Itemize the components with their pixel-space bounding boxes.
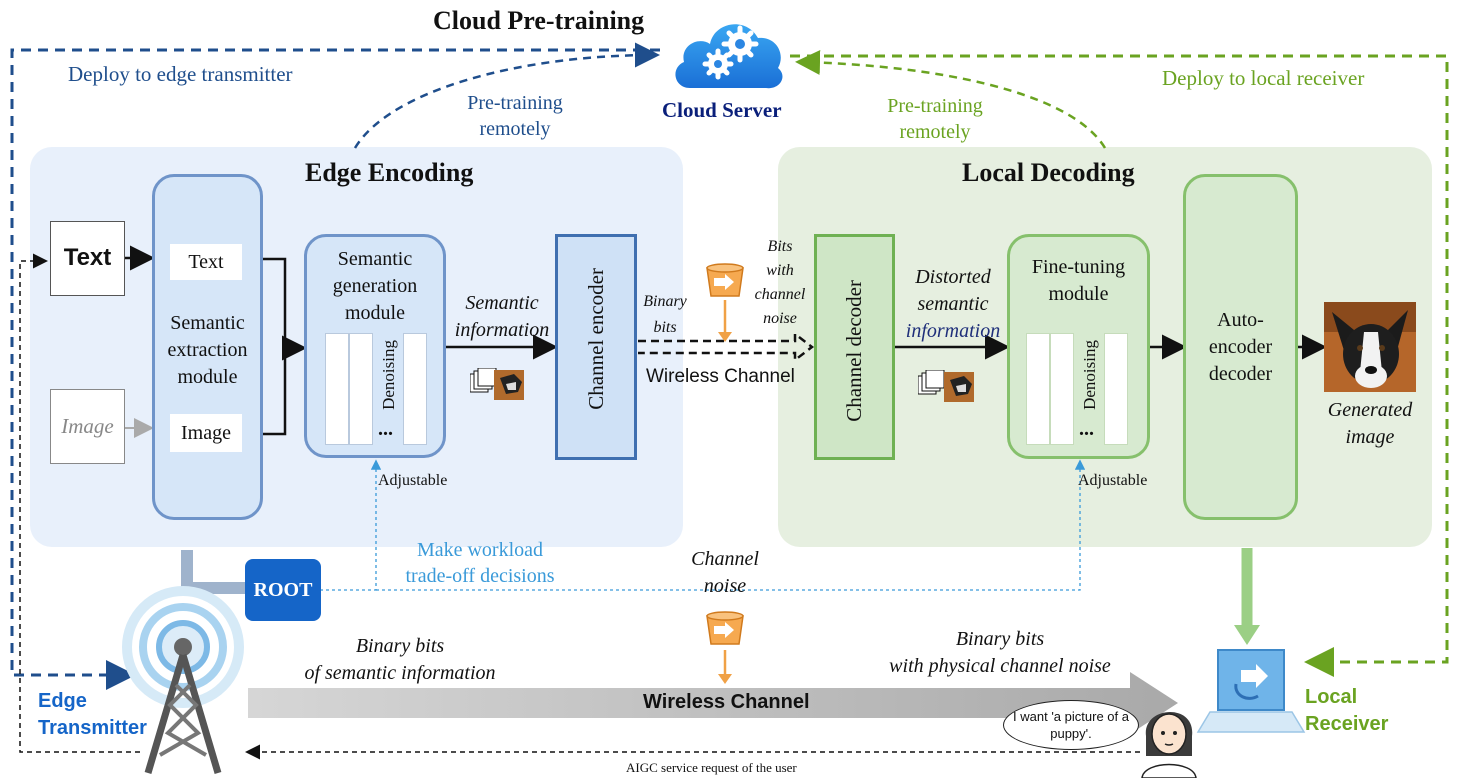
auto-encoder-decoder xyxy=(1183,174,1298,520)
deploy-edge-label: Deploy to edge transmitter xyxy=(68,62,293,86)
denoising-dots: ... xyxy=(378,418,393,440)
aigc-request-label: AIGC service request of the user xyxy=(626,760,797,775)
text-input-label: Text xyxy=(63,244,112,271)
distorted-feature-thumbnail xyxy=(917,369,974,402)
finetune-layer xyxy=(1104,333,1128,445)
edge-transmitter-tower-icon xyxy=(118,585,248,775)
binary-semantic-label: Binary bits of semantic information xyxy=(304,635,496,684)
edge-encoding-title: Edge Encoding xyxy=(305,158,474,187)
denoise-layer xyxy=(325,333,349,445)
generated-image-label: Generated image xyxy=(1327,399,1413,448)
auto-encoder-label: Auto- encoder decoder xyxy=(1208,309,1273,385)
finetune-layer xyxy=(1050,333,1074,445)
local-receiver-label: Local Receiver xyxy=(1305,686,1389,735)
generation-module-label: Semantic generation module xyxy=(332,248,418,324)
laptop-icon xyxy=(1196,640,1306,740)
denoise-layer xyxy=(403,333,427,445)
deploy-local-path xyxy=(790,54,1449,677)
image-input-label: Image xyxy=(61,414,114,438)
binary-bits-label: Binary bits xyxy=(643,293,687,336)
image-input-box: Image xyxy=(50,389,125,464)
user-avatar-icon xyxy=(1138,696,1200,779)
user-speech-bubble: I want 'a picture of a puppy'. xyxy=(1003,700,1139,750)
noise-icon-bottom xyxy=(703,610,747,650)
root-controller: ROOT xyxy=(245,559,321,621)
extraction-module-label: Semantic extraction module xyxy=(167,312,248,388)
semantic-feature-thumbnail xyxy=(469,367,524,400)
finetune-denoising-label: Denoising xyxy=(1080,340,1099,410)
cloud-server-label: Cloud Server xyxy=(662,98,782,122)
wireless-channel-bottom-label: Wireless Channel xyxy=(643,691,810,713)
generated-puppy-image xyxy=(1324,302,1416,392)
edge-adjustable-label: Adjustable xyxy=(378,472,448,489)
semantic-information-label: Semantic information xyxy=(454,292,550,341)
edge-transmitter-label: Edge Transmitter xyxy=(38,690,147,739)
denoise-layer xyxy=(349,333,373,445)
denoising-label: Denoising xyxy=(379,340,398,410)
channel-encoder xyxy=(555,234,637,460)
local-decoding-title: Local Decoding xyxy=(962,158,1135,187)
noise-icon xyxy=(703,262,747,302)
finetune-layer xyxy=(1026,333,1050,445)
deploy-local-label: Deploy to local receiver xyxy=(1162,66,1365,90)
channel-decoder-label: Channel decoder xyxy=(842,280,866,422)
cloud-server-icon xyxy=(668,10,788,96)
extraction-text-slot: Text xyxy=(170,244,242,280)
local-adjustable-label: Adjustable xyxy=(1078,472,1148,489)
extraction-image-slot: Image xyxy=(170,414,242,452)
finetune-dots: ... xyxy=(1079,418,1094,440)
semantic-extraction-module xyxy=(152,174,263,520)
text-input-box: Text xyxy=(50,221,125,296)
fine-tuning-label: Fine-tuning module xyxy=(1031,256,1126,305)
channel-noise-label: Channel noise xyxy=(691,548,759,597)
binary-physical-label: Binary bits with physical channel noise xyxy=(889,628,1111,677)
deploy-edge-path xyxy=(10,48,660,690)
channel-encoder-label: Channel encoder xyxy=(584,268,608,410)
workload-decision-label: Make workload trade-off decisions xyxy=(405,539,555,587)
bits-with-noise-label: Bits with channel noise xyxy=(754,238,806,327)
wireless-channel-middle-label: Wireless Channel xyxy=(646,366,795,387)
page-title: Cloud Pre-training xyxy=(433,6,645,35)
distorted-semantic-label: Distorted semantic information xyxy=(905,266,1001,342)
channel-decoder xyxy=(814,234,895,460)
